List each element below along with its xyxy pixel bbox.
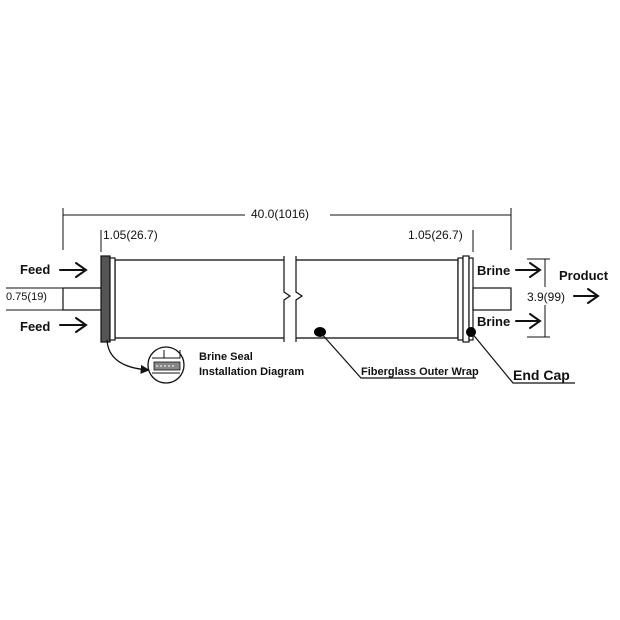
brine-seal-inset [147, 346, 185, 384]
right-end-length-label: 1.05(26.7) [408, 228, 463, 242]
outer-diameter-dimension [527, 258, 550, 338]
feed-inlet-port [62, 287, 104, 311]
overall-length-label: 40.0(1016) [251, 207, 310, 221]
feed-top-label: Feed [20, 262, 51, 277]
brine-seal-cap [100, 255, 116, 343]
outer-wrap-label: Fiberglass Outer Wrap [361, 366, 479, 378]
feed-bottom-label: Feed [20, 319, 51, 334]
port-diameter-dimension [6, 287, 63, 311]
left-end-length-label: 1.05(26.7) [103, 228, 158, 242]
brine-bottom-label: Brine [477, 314, 511, 329]
feed-arrows [59, 262, 88, 333]
end-cap-label: End Cap [513, 367, 570, 383]
break-symbol [283, 256, 304, 342]
product-arrow [573, 288, 600, 304]
brine-seal-callout [106, 339, 150, 374]
outer-wrap-leader [314, 327, 476, 379]
product-outlet-port [472, 287, 512, 311]
brine-arrows [515, 262, 542, 329]
installation-diagram-label: Installation Diagram [199, 366, 305, 378]
brine-top-label: Brine [477, 263, 511, 278]
brine-seal-label: Brine Seal [199, 351, 253, 363]
outer-diameter-label: 3.9(99) [527, 290, 566, 304]
product-label: Product [559, 268, 609, 283]
end-cap-leader [466, 327, 575, 384]
port-diameter-label: 0.75(19) [6, 291, 47, 303]
overall-length-dimension [62, 208, 512, 252]
